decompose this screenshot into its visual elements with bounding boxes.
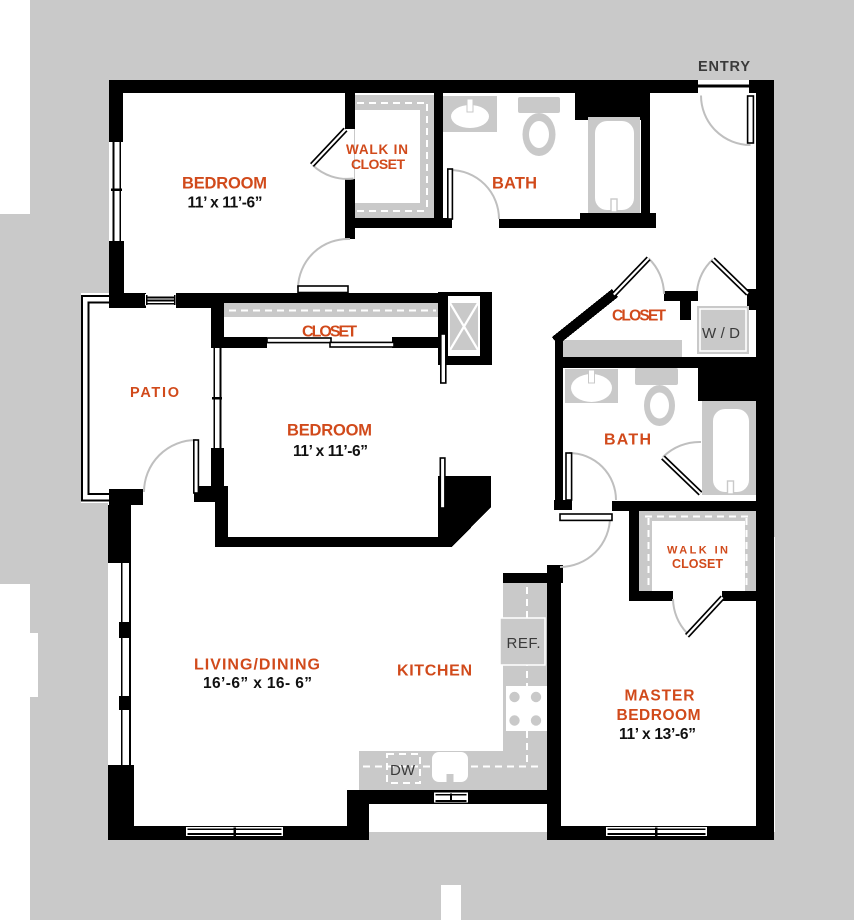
svg-text:REF.: REF. bbox=[507, 635, 541, 652]
svg-text:16’-6” x 16- 6”: 16’-6” x 16- 6” bbox=[203, 675, 312, 692]
svg-text:CLOSET: CLOSET bbox=[612, 308, 667, 325]
svg-text:CLOSET: CLOSET bbox=[302, 324, 357, 341]
svg-text:BATH: BATH bbox=[492, 175, 537, 193]
svg-text:MASTER: MASTER bbox=[625, 688, 695, 705]
svg-text:LIVING/DINING: LIVING/DINING bbox=[194, 657, 320, 674]
svg-text:BEDROOM: BEDROOM bbox=[617, 707, 701, 724]
svg-text:11’ x 11’-6”: 11’ x 11’-6” bbox=[188, 195, 263, 212]
svg-text:PATIO: PATIO bbox=[130, 385, 179, 401]
svg-text:KITCHEN: KITCHEN bbox=[397, 663, 472, 680]
svg-text:W/D: W/D bbox=[702, 325, 740, 342]
svg-text:BEDROOM: BEDROOM bbox=[182, 175, 267, 193]
svg-text:ENTRY: ENTRY bbox=[698, 59, 750, 75]
svg-text:DW: DW bbox=[390, 762, 416, 779]
svg-text:BEDROOM: BEDROOM bbox=[287, 422, 372, 440]
svg-text:11’ x 11’-6”: 11’ x 11’-6” bbox=[293, 443, 368, 460]
svg-text:WALK IN: WALK IN bbox=[346, 142, 408, 157]
svg-text:BATH: BATH bbox=[604, 432, 651, 449]
svg-text:11’ x 13’-6”: 11’ x 13’-6” bbox=[619, 726, 696, 743]
svg-text:CLOSET: CLOSET bbox=[351, 156, 405, 172]
svg-text:CLOSET: CLOSET bbox=[672, 557, 723, 571]
